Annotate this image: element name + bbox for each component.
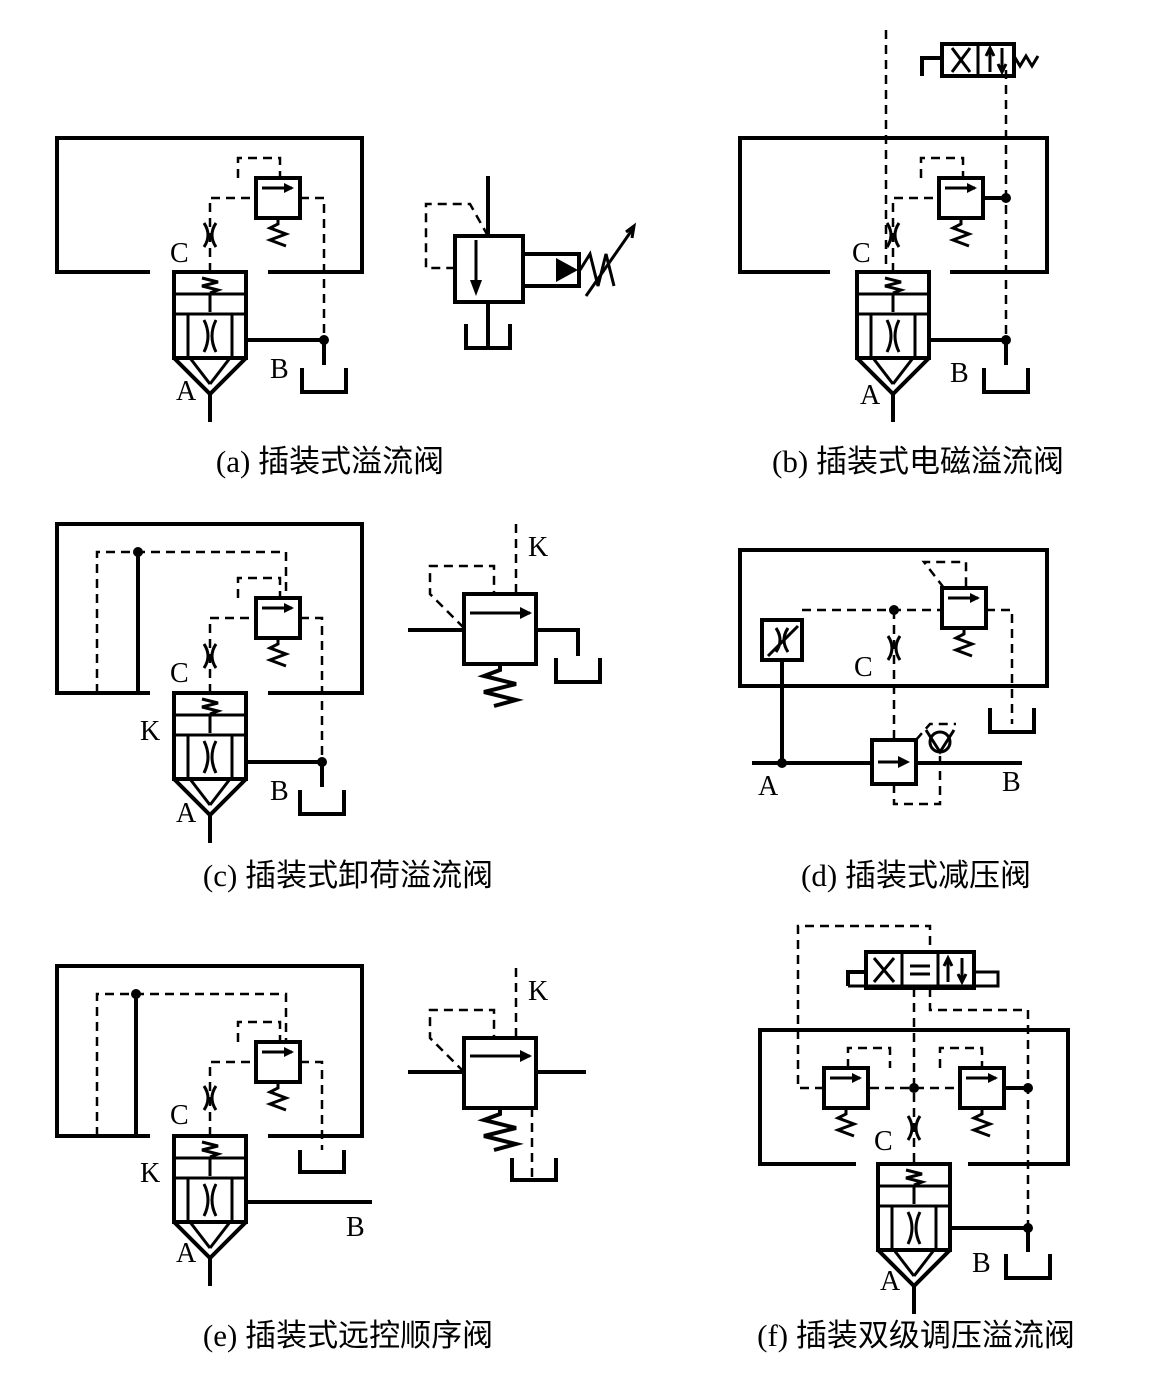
label-k2: K	[528, 532, 548, 563]
panel-b: C A B	[738, 30, 1049, 424]
label-a: A	[880, 1266, 901, 1297]
panel-a: C A B	[55, 136, 637, 424]
caption-f: (f) 插装双级调压溢流阀	[757, 1318, 1075, 1353]
label-k: K	[140, 1158, 160, 1189]
label-a: A	[176, 376, 197, 407]
panel-e: C K A B K	[55, 964, 586, 1288]
caption-c: (c) 插装式卸荷溢流阀	[203, 858, 493, 893]
label-b: B	[950, 358, 969, 389]
label-a: A	[176, 798, 197, 829]
label-b: B	[972, 1248, 991, 1279]
label-a: A	[860, 380, 881, 411]
panel-d: C A B	[738, 548, 1049, 806]
label-b: B	[1002, 767, 1021, 798]
caption-e: (e) 插装式远控顺序阀	[203, 1318, 493, 1353]
label-c: C	[852, 238, 871, 269]
label-a: A	[176, 1238, 197, 1269]
label-c: C	[170, 1100, 189, 1131]
label-k: K	[140, 716, 160, 747]
label-b: B	[270, 776, 289, 807]
label-c: C	[170, 658, 189, 689]
caption-a: (a) 插装式溢流阀	[216, 444, 444, 479]
label-a: A	[758, 771, 779, 802]
caption-d: (d) 插装式减压阀	[801, 858, 1031, 893]
label-b: B	[346, 1212, 365, 1243]
panel-c: C K A B K	[55, 522, 602, 845]
label-b: B	[270, 354, 289, 385]
caption-b: (b) 插装式电磁溢流阀	[772, 444, 1064, 479]
label-k2: K	[528, 976, 548, 1007]
label-c: C	[854, 652, 873, 683]
panel-f: C A B	[758, 924, 1070, 1316]
label-c: C	[170, 238, 189, 269]
label-c: C	[874, 1126, 893, 1157]
